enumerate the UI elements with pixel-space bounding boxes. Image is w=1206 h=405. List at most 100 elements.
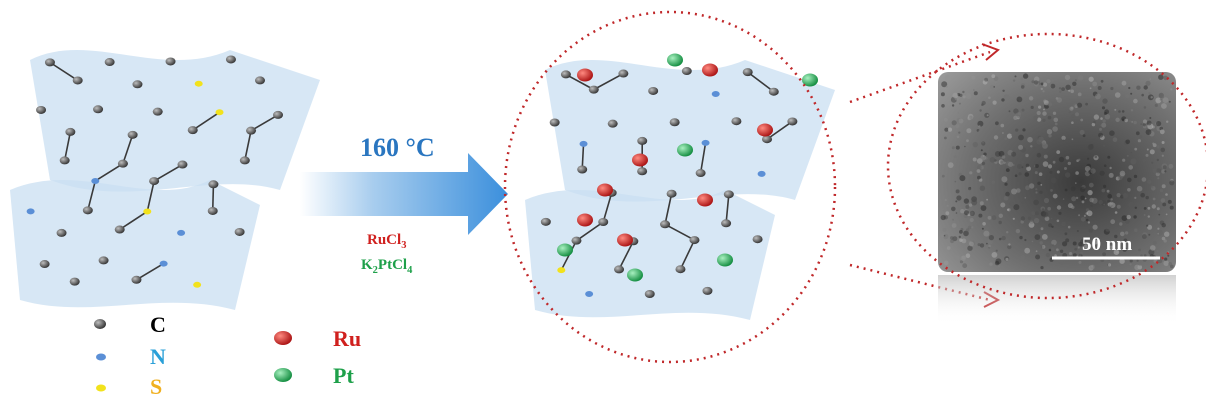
tem-grain bbox=[1083, 239, 1087, 244]
bond bbox=[250, 114, 279, 132]
tem-grain bbox=[954, 180, 957, 183]
tem-grain bbox=[1090, 168, 1096, 174]
tem-grain bbox=[945, 85, 948, 88]
tem-grain bbox=[1065, 155, 1070, 160]
carbon-atom bbox=[234, 227, 245, 236]
tem-grain bbox=[1107, 155, 1111, 159]
tem-grain bbox=[1052, 126, 1058, 132]
legend-c-marker bbox=[94, 319, 106, 329]
tem-grain bbox=[988, 235, 995, 241]
tem-grain bbox=[949, 248, 953, 251]
tem-grain bbox=[1072, 241, 1077, 246]
tem-grain bbox=[946, 246, 951, 250]
bond bbox=[192, 111, 220, 131]
tem-grain bbox=[1013, 204, 1020, 211]
carbon-atom bbox=[246, 126, 257, 135]
tem-grain bbox=[1049, 170, 1053, 174]
tem-grain bbox=[1040, 227, 1044, 231]
tem-grain bbox=[1103, 144, 1106, 147]
tem-grain bbox=[1136, 259, 1139, 262]
tem-grain bbox=[1130, 92, 1133, 95]
tem-grain bbox=[1011, 151, 1017, 157]
tem-grain bbox=[1147, 206, 1151, 210]
tem-grain bbox=[1159, 129, 1165, 135]
tem-grain bbox=[1149, 117, 1152, 119]
carbon-atom bbox=[787, 117, 798, 126]
tem-grain bbox=[959, 230, 963, 234]
tem-grain bbox=[1134, 206, 1138, 209]
tem-grain bbox=[1043, 197, 1050, 204]
tem-grain bbox=[1048, 248, 1052, 252]
tem-grain bbox=[1038, 231, 1041, 234]
tem-grain bbox=[1001, 155, 1006, 159]
carbon-atom bbox=[681, 67, 692, 76]
tem-grain bbox=[979, 243, 985, 248]
tem-grain bbox=[1119, 170, 1126, 177]
bond bbox=[664, 223, 695, 241]
sulfur-atom bbox=[215, 109, 224, 116]
tem-grain bbox=[1161, 95, 1164, 99]
legend-s-marker bbox=[96, 384, 106, 392]
tem-grain bbox=[1168, 262, 1172, 266]
tem-grain bbox=[973, 91, 978, 96]
tem-grain bbox=[993, 135, 999, 140]
carbon-atom bbox=[644, 290, 655, 299]
tem-grain bbox=[979, 185, 986, 191]
tem-grain bbox=[1056, 205, 1062, 210]
tem-grain bbox=[1035, 191, 1038, 194]
tem-grain bbox=[1145, 80, 1151, 86]
tem-grain bbox=[1024, 238, 1027, 242]
tem-grain bbox=[950, 239, 954, 244]
tem-grain bbox=[971, 199, 978, 206]
tem-grain bbox=[1011, 134, 1013, 137]
tem-grain bbox=[1122, 158, 1126, 162]
tem-grain bbox=[958, 102, 961, 105]
tem-grain bbox=[1064, 172, 1071, 178]
carbon-atom bbox=[187, 126, 198, 135]
tem-grain bbox=[966, 139, 969, 143]
tem-grain bbox=[942, 210, 945, 212]
tem-grain bbox=[1043, 99, 1047, 103]
tem-grain bbox=[942, 227, 947, 232]
tem-grain bbox=[1050, 83, 1056, 89]
tem-grain bbox=[948, 103, 950, 105]
tem-grain bbox=[968, 203, 973, 207]
tem-grain bbox=[957, 111, 960, 114]
tem-grain bbox=[1004, 182, 1008, 186]
tem-grain bbox=[969, 217, 974, 223]
tem-grain bbox=[1071, 138, 1074, 141]
nitrogen-atom bbox=[91, 177, 100, 184]
tem-grain bbox=[1077, 75, 1084, 81]
tem-grain bbox=[947, 162, 954, 169]
bond bbox=[618, 240, 635, 270]
tem-grain bbox=[1147, 215, 1151, 218]
tem-grain bbox=[953, 155, 957, 159]
carbon-atom bbox=[752, 235, 763, 244]
bond bbox=[747, 71, 775, 93]
ruthenium-atom bbox=[632, 153, 648, 167]
tem-grain bbox=[1157, 177, 1160, 180]
platinum-atom bbox=[677, 143, 693, 157]
tem-grain bbox=[1150, 245, 1156, 251]
tem-grain bbox=[965, 253, 971, 258]
tem-grain bbox=[1130, 151, 1133, 154]
carbon-atom bbox=[702, 286, 713, 295]
tem-grain bbox=[1149, 78, 1152, 80]
tem-grain bbox=[1161, 103, 1167, 109]
ruthenium-atom bbox=[597, 183, 613, 197]
tem-grain bbox=[964, 210, 969, 216]
tem-grain bbox=[959, 238, 963, 242]
tem-grain bbox=[1107, 193, 1112, 199]
tem-grain bbox=[994, 260, 1000, 266]
tem-grain bbox=[1161, 236, 1166, 241]
tem-grain bbox=[1103, 112, 1107, 115]
tem-grain bbox=[1047, 113, 1050, 116]
tem-grain bbox=[1006, 133, 1013, 139]
tem-grain bbox=[1078, 214, 1081, 217]
tem-grain bbox=[1022, 128, 1026, 132]
zoom-arrow-top bbox=[981, 43, 1000, 61]
tem-grain bbox=[1033, 217, 1040, 224]
tem-grain bbox=[1062, 198, 1065, 200]
tem-grain bbox=[998, 265, 1001, 268]
tem-grain bbox=[1126, 214, 1131, 220]
